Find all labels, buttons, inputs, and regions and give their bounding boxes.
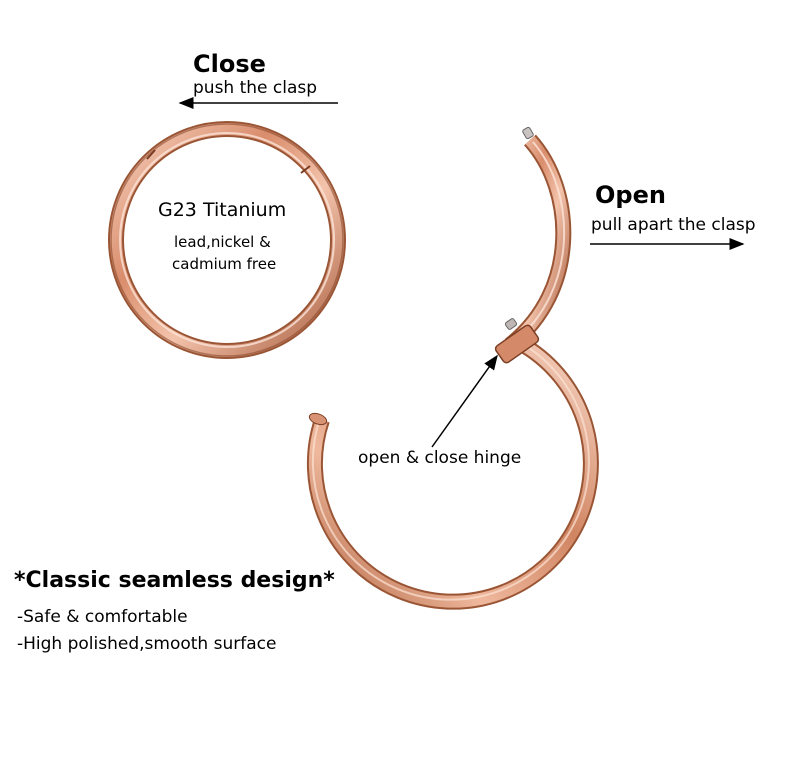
close-title: Close xyxy=(193,50,266,78)
feature-item: -Safe & comfortable xyxy=(17,607,188,627)
open-ring-lower xyxy=(306,339,599,610)
open-ring-upper xyxy=(494,126,572,364)
feature-item: -High polished,smooth surface xyxy=(17,634,277,654)
features-heading: *Classic seamless design* xyxy=(14,568,335,593)
material-label: G23 Titanium xyxy=(158,199,287,221)
free-line-2: cadmium free xyxy=(172,255,277,273)
free-line-1: lead,nickel & xyxy=(174,233,271,251)
closed-ring xyxy=(108,121,346,359)
open-subtitle: pull apart the clasp xyxy=(591,215,756,235)
hinge-label: open & close hinge xyxy=(358,448,522,468)
hinge-arrow xyxy=(431,354,498,448)
closed-ring-hinge xyxy=(146,149,311,174)
open-title: Open xyxy=(595,181,666,209)
close-subtitle: push the clasp xyxy=(193,78,318,98)
